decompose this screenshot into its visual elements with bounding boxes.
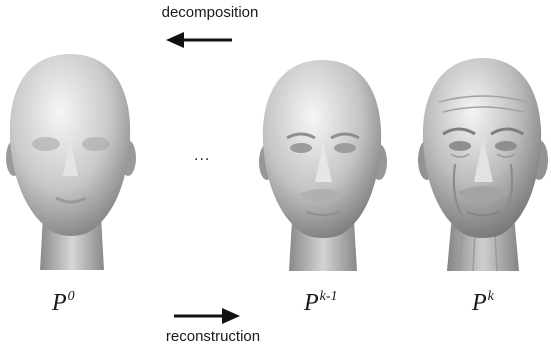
reconstruction-label: reconstruction [138, 328, 288, 345]
caption-pk-1-sup: k-1 [320, 289, 338, 304]
head-smooth-p0 [0, 48, 140, 273]
caption-pk-1-base: P [304, 290, 319, 316]
caption-pk-1: Pk-1 [304, 289, 338, 317]
caption-pk-sup: k [488, 289, 494, 304]
caption-pk: Pk [472, 289, 494, 317]
decomposition-label: decomposition [140, 4, 280, 21]
head-medium-pk-1 [255, 54, 390, 274]
ellipsis: ... [194, 147, 210, 165]
arrow-right-icon [172, 306, 240, 326]
head-detailed-pk [415, 54, 550, 274]
caption-pk-base: P [472, 290, 487, 316]
caption-p0: P0 [52, 289, 75, 317]
arrow-left-icon [166, 30, 234, 50]
caption-p0-sup: 0 [68, 289, 75, 304]
caption-p0-base: P [52, 290, 67, 316]
